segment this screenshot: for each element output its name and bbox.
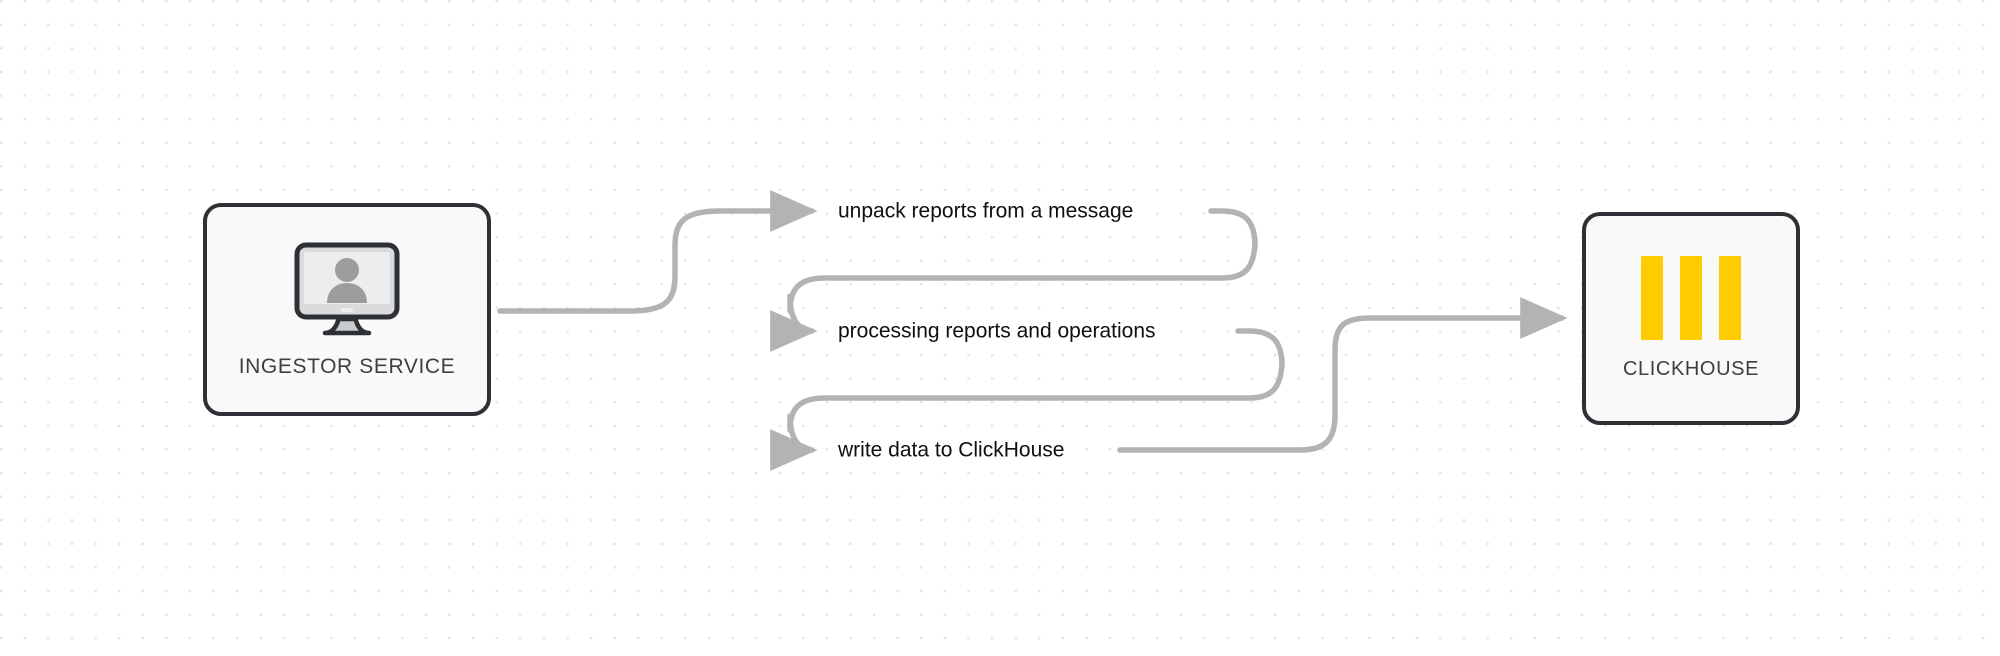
clickhouse-bar-2 — [1680, 256, 1702, 340]
clickhouse-bar-3 — [1719, 256, 1741, 340]
edge-label-processing-reports: processing reports and operations — [831, 318, 1163, 344]
connector-ingestor-to-step1 — [497, 190, 818, 314]
edge-label-unpack-reports: unpack reports from a message — [831, 198, 1141, 224]
connector-step3-to-clickhouse — [1117, 297, 1568, 453]
node-ingestor-service-label: INGESTOR SERVICE — [238, 354, 456, 378]
edge-label-write-data: write data to ClickHouse — [831, 437, 1072, 463]
node-clickhouse[interactable]: CLICKHOUSE — [1582, 212, 1800, 425]
connector-step2-to-step3 — [770, 328, 1285, 471]
monitor-user-icon — [294, 242, 400, 335]
clickhouse-bars-icon — [1641, 256, 1741, 340]
node-clickhouse-label: CLICKHOUSE — [1622, 358, 1760, 380]
connector-step1-to-step2 — [770, 208, 1258, 352]
clickhouse-bar-1 — [1641, 256, 1663, 340]
node-ingestor-service[interactable]: INGESTOR SERVICE — [203, 203, 491, 416]
